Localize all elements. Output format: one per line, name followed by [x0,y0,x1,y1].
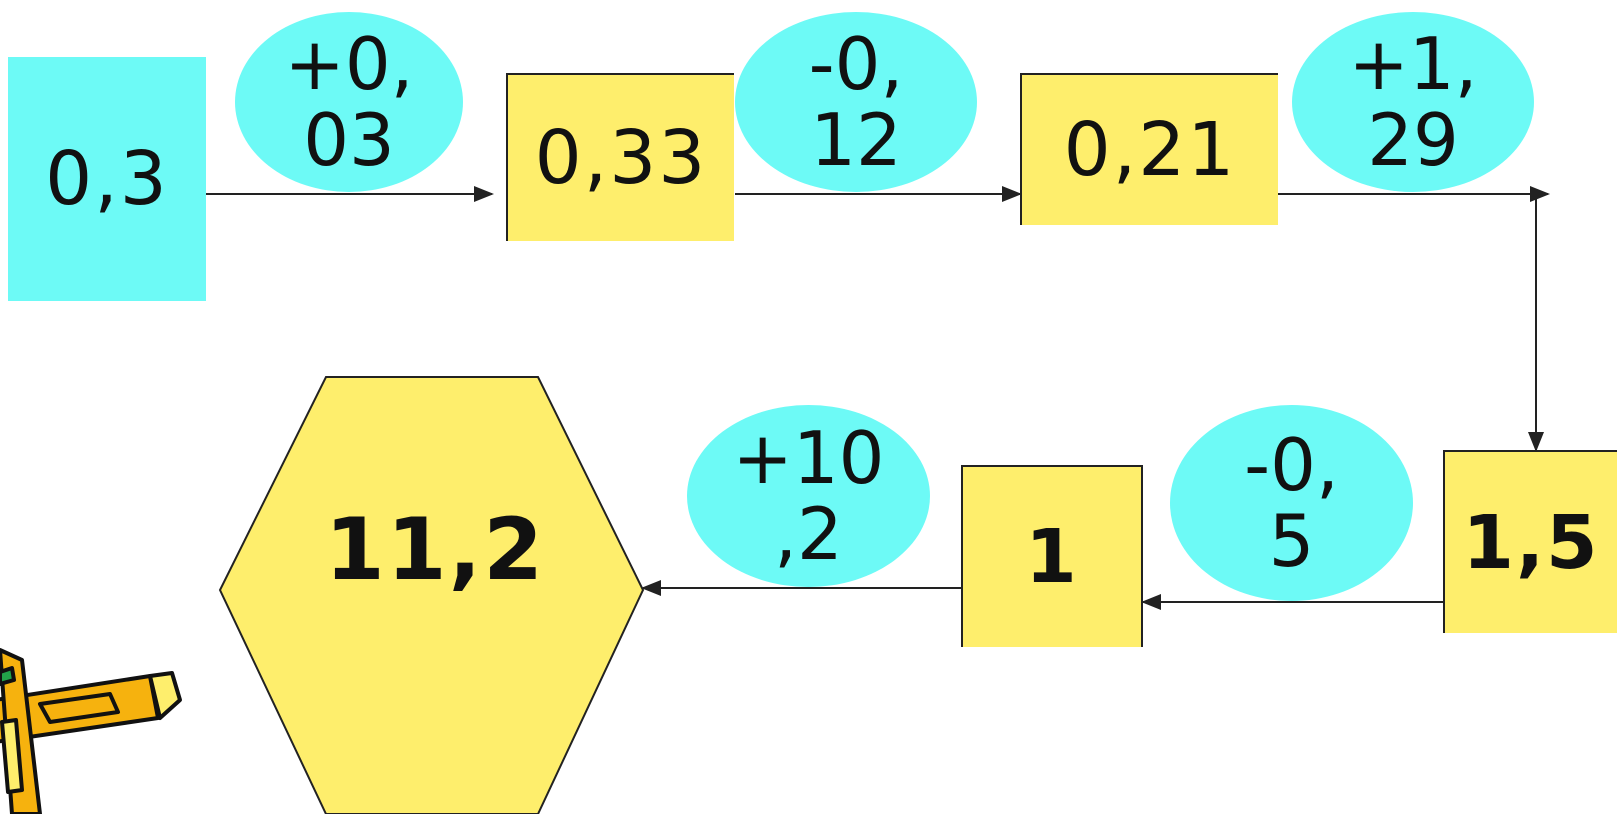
operation-oval-1: +0, 03 [235,12,463,192]
operation-3-label: +1, 29 [1348,22,1478,182]
operation-oval-2: -0, 12 [735,12,977,192]
result-box-2: 0,21 [1020,73,1278,225]
start-value-box: 0,3 [8,57,206,301]
result-box-4: 1 [961,465,1143,647]
result-4-label: 1 [1025,514,1079,600]
final-result-hexagon [218,376,645,814]
start-value-label: 0,3 [45,136,169,222]
operation-oval-5: +10 ,2 [687,405,930,587]
result-box-1: 0,33 [506,73,734,241]
result-3-label: 1,5 [1462,499,1600,586]
operation-1-label: +0, 03 [284,22,414,182]
operation-4-label: -0, 5 [1244,423,1339,583]
result-box-3: 1,5 [1443,450,1617,633]
final-result-box: 11,2 [300,480,570,620]
result-2-label: 0,21 [1063,107,1237,193]
result-1-label: 0,33 [534,115,708,201]
final-result-label: 11,2 [324,500,546,600]
operation-5-label: +10 ,2 [732,416,885,576]
operation-2-label: -0, 12 [808,22,904,182]
operation-oval-4: -0, 5 [1170,405,1413,601]
operation-oval-3: +1, 29 [1292,12,1534,192]
